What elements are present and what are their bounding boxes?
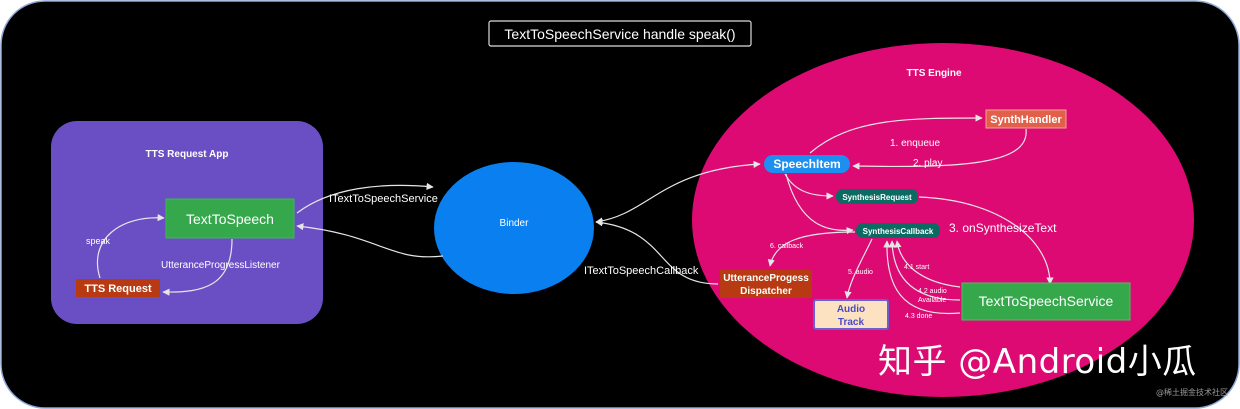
synthesis-callback-pill <box>856 223 940 238</box>
service-interface-arrow <box>296 182 434 214</box>
tts-service-box <box>961 282 1131 321</box>
tts-request-label: TTS Request <box>84 283 152 295</box>
diagram-title: TextToSpeechService handle speak() <box>504 26 735 42</box>
dispatcher-box <box>720 270 812 298</box>
callback-arrow <box>767 231 856 267</box>
synthesis-request-pill <box>836 189 918 204</box>
tts-request-app-label: TTS Request App <box>146 149 229 160</box>
progress-listener-label: UtteranceProgressListener <box>161 260 281 271</box>
tts-engine-label: TTS Engine <box>907 68 962 79</box>
speak-label: speak <box>86 236 111 246</box>
start-arrow <box>894 240 961 288</box>
synthesis-callback-label: SynthesisCallback <box>863 227 934 236</box>
audio-available-line2: Available <box>918 297 946 304</box>
start-step-label: 4.1 start <box>904 264 929 271</box>
play-label: 2. play <box>913 158 942 169</box>
audio-track-label-line2: Track <box>838 317 865 328</box>
text-to-speech-box <box>165 198 295 239</box>
synth-handler-label: SynthHandler <box>990 114 1062 126</box>
synthesis-request-label: SynthesisRequest <box>842 193 912 202</box>
dispatcher-label-line2: Dispatcher <box>740 286 792 297</box>
request-to-service-arrow <box>918 196 1054 285</box>
enqueue-label: 1. enqueue <box>890 138 940 149</box>
speak-arrow <box>96 213 165 279</box>
audio-available-arrow <box>888 240 961 301</box>
binder-to-app-arrow <box>296 223 444 258</box>
speech-item-label: SpeechItem <box>773 157 840 171</box>
audio-available-line1: 4.2 audio <box>918 288 947 295</box>
audio-track-box <box>813 299 889 330</box>
dispatcher-to-binder-arrow <box>595 219 719 285</box>
corner-watermark: @稀土掘金技术社区 <box>1156 388 1228 397</box>
on-synthesize-text-label: 3. onSynthesizeText <box>949 221 1057 235</box>
audio-arrow <box>844 238 873 299</box>
callback-interface-label: ITextToSpeechCallback <box>584 265 699 277</box>
tts-request-box <box>76 279 160 297</box>
speechitem-to-callback-arrow <box>785 173 854 235</box>
binder-speechitem-arrow <box>595 160 761 225</box>
watermark-text: 知乎 @Android小瓜 <box>878 342 1197 382</box>
callback-step-label: 6. callback <box>770 243 804 250</box>
enqueue-arrow <box>809 114 983 154</box>
done-arrow <box>883 240 961 315</box>
audio-track-label-line1: Audio <box>837 304 865 315</box>
play-arrow <box>852 128 1027 170</box>
progress-listener-arrow <box>162 238 233 296</box>
audio-step-label: 5. audio <box>848 269 873 276</box>
service-interface-label: ITextToSpeechService <box>329 193 438 205</box>
done-step-label: 4.3 done <box>905 313 932 320</box>
binder-circle <box>434 162 594 294</box>
speech-item-pill <box>764 155 850 173</box>
tts-service-label: TextToSpeechService <box>979 293 1114 309</box>
text-to-speech-label: TextToSpeech <box>186 211 274 227</box>
binder-label: Binder <box>500 218 530 229</box>
title-box <box>488 20 752 47</box>
dispatcher-label-line1: UtteranceProgess <box>723 273 809 284</box>
synth-handler-box <box>985 109 1067 129</box>
